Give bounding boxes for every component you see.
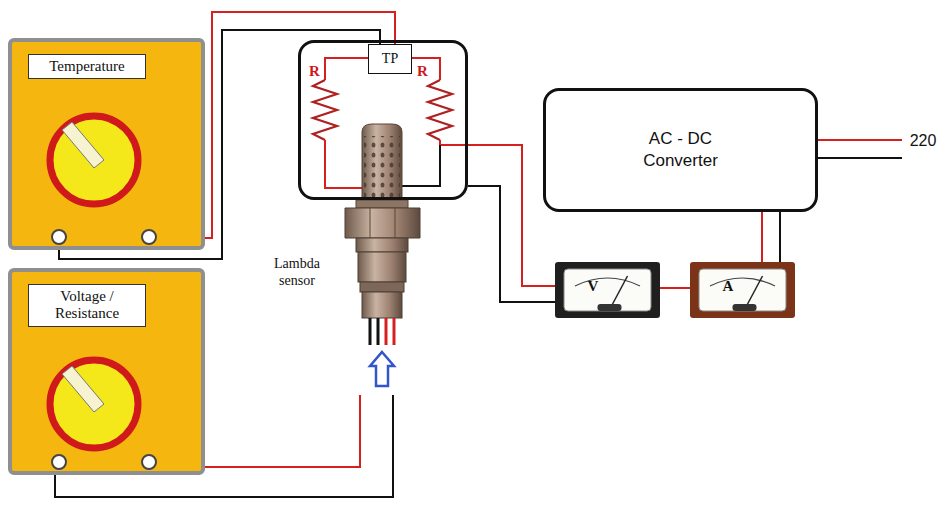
panel-meter: V xyxy=(555,262,660,318)
resistor-label: R xyxy=(417,63,428,80)
meter-label: Temperature xyxy=(28,54,146,79)
node-label: TP xyxy=(382,51,398,67)
wire xyxy=(779,212,781,262)
thermocouple-box: TP xyxy=(368,44,412,74)
voltage-label: 220 xyxy=(906,131,940,150)
resistor-symbol xyxy=(313,80,337,140)
wire xyxy=(660,287,690,289)
resistor-label: R xyxy=(309,63,320,80)
wire xyxy=(468,186,555,302)
meter-symbol: A xyxy=(723,278,734,295)
meter-symbol: V xyxy=(588,278,599,295)
multimeter: Temperature xyxy=(8,38,205,250)
meter-label: Voltage / Resistance xyxy=(28,284,146,327)
mains-wire xyxy=(818,157,902,159)
multimeter: Voltage / Resistance xyxy=(8,268,205,475)
converter-box: AC - DC Converter xyxy=(543,88,818,212)
wire xyxy=(468,145,555,286)
converter-label: AC - DC Converter xyxy=(626,128,736,172)
heater-housing: R R TP xyxy=(298,40,468,200)
wire xyxy=(761,212,763,262)
resistor-symbol xyxy=(428,80,452,140)
hollow-arrow xyxy=(370,352,394,386)
lambda-sensor xyxy=(345,124,420,386)
part-label: Lambda sensor xyxy=(262,256,332,290)
mains-wire xyxy=(818,139,902,141)
panel-meter: A xyxy=(690,262,795,318)
